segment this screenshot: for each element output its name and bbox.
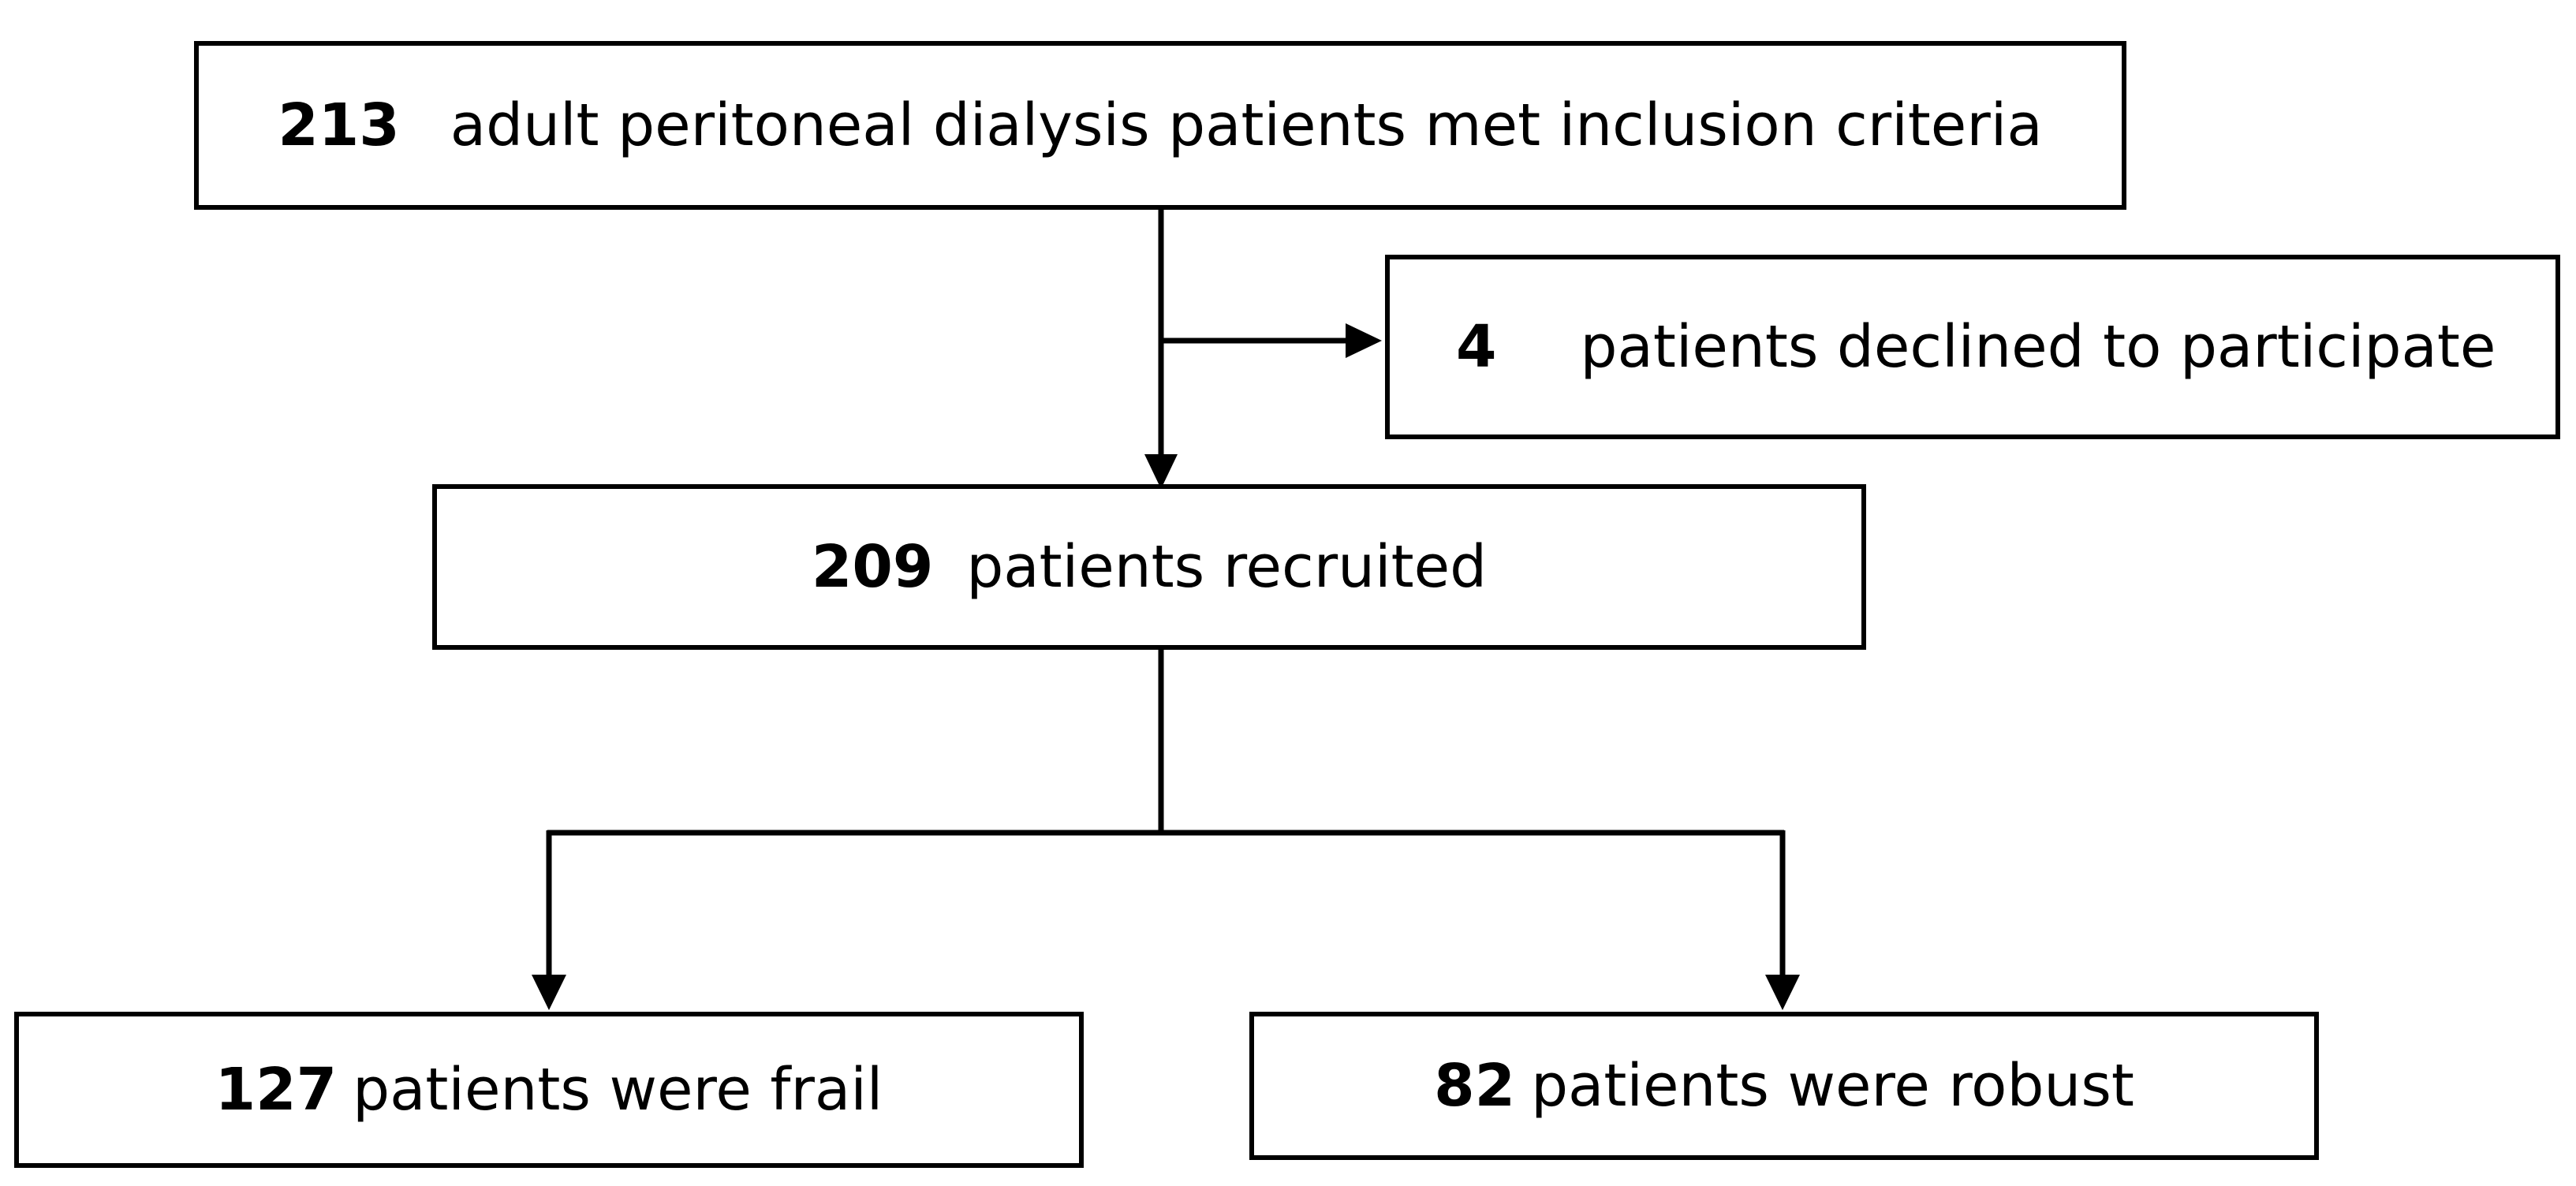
frail-text: patients were frail: [353, 1056, 883, 1124]
robust-box: 82 patients were robust: [1249, 1012, 2319, 1160]
arrowhead-declined: [1346, 323, 1382, 358]
recruited-count: 209: [811, 533, 934, 601]
inclusion-text: adult peritoneal dialysis patients met i…: [450, 91, 2043, 159]
recruited-box: 209 patients recruited: [432, 484, 1866, 650]
declined-box: 4 patients declined to participate: [1385, 255, 2560, 439]
inclusion-box: 213 adult peritoneal dialysis patients m…: [194, 41, 2126, 210]
frail-box: 127 patients were frail: [14, 1012, 1084, 1168]
declined-count: 4: [1456, 313, 1497, 381]
declined-text: patients declined to participate: [1580, 313, 2496, 381]
arrowhead-recruited: [1144, 454, 1178, 489]
frail-count: 127: [215, 1056, 338, 1124]
inclusion-count: 213: [278, 91, 400, 159]
recruited-text: patients recruited: [966, 533, 1488, 601]
arrowhead-frail: [532, 975, 566, 1010]
robust-text: patients were robust: [1531, 1052, 2134, 1120]
arrowhead-robust: [1765, 975, 1800, 1010]
robust-count: 82: [1434, 1052, 1516, 1120]
